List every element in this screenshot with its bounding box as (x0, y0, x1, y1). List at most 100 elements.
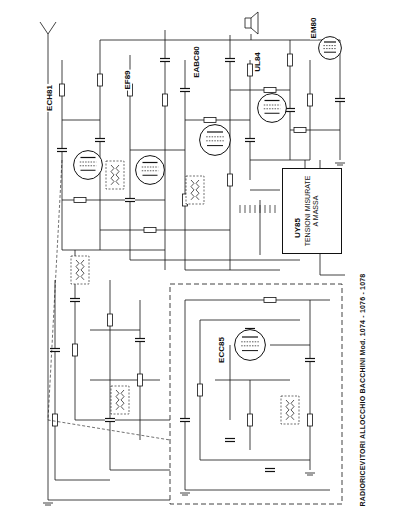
capacitor-symbol (180, 418, 190, 422)
note-text: TENSIONI MISURATE A MASSA (304, 172, 320, 250)
tube-label: EM80 (310, 17, 318, 40)
tube-node: UL84 (257, 93, 287, 123)
switch-contact (240, 205, 241, 213)
wire (140, 300, 141, 440)
wire (200, 320, 300, 321)
wire (110, 470, 170, 471)
resistor-symbol (98, 74, 103, 86)
resistor-symbol (264, 298, 276, 303)
wire (230, 35, 231, 270)
tube-label: ECC85 (218, 336, 226, 364)
wire (250, 190, 280, 191)
capacitor-symbol (335, 98, 345, 102)
resistor-symbol (60, 84, 65, 96)
capacitor-symbol (135, 338, 145, 342)
capacitor-symbol (225, 58, 235, 62)
resistor-symbol (308, 94, 313, 106)
capacitor-symbol (180, 88, 190, 92)
tube-envelope (257, 93, 287, 123)
wire (100, 40, 340, 41)
loudspeaker-symbol (245, 12, 258, 34)
tube-envelope (135, 155, 165, 185)
resistor-symbol (248, 414, 253, 426)
ground-symbol (305, 473, 315, 475)
wire (55, 280, 56, 480)
resistor-symbol (204, 118, 216, 123)
wire (230, 90, 290, 91)
wire (55, 480, 110, 481)
switch-contact (255, 205, 256, 213)
wire (90, 380, 160, 381)
resistor-symbol (74, 198, 86, 203)
resistor-symbol (53, 414, 58, 426)
tube-label: EABC80 (193, 45, 201, 79)
tube-node: ECC85 (234, 329, 266, 361)
drawing-title: RADIORICEVITORI ALLOCCHIO BACCHINI Mod. … (359, 273, 366, 508)
switch-contact (250, 205, 251, 213)
capacitor-symbol (245, 138, 255, 142)
capacitor-symbol (57, 148, 67, 152)
wire (185, 300, 330, 301)
switch-contact (245, 205, 246, 213)
wire (200, 460, 310, 461)
capacitor-symbol (265, 468, 275, 472)
resistor-symbol (108, 314, 113, 326)
wire (90, 330, 140, 331)
tube-envelope (318, 36, 342, 60)
tube-node: EM80 (318, 36, 342, 60)
wire (250, 160, 310, 161)
tube-node: EF89 (135, 155, 165, 185)
tuner-enclosure (170, 284, 342, 504)
tube-envelope (234, 329, 266, 361)
wire (251, 34, 252, 40)
switch-contact (275, 205, 276, 213)
resistor-symbol (138, 374, 143, 386)
resistor-symbol (73, 344, 78, 356)
wire (130, 260, 300, 261)
wire (270, 345, 310, 346)
tube-label: UY85 (294, 217, 302, 239)
resistor-symbol (144, 228, 156, 233)
capacitor-symbol (95, 138, 105, 142)
wire (75, 420, 170, 421)
resistor-symbol (228, 174, 233, 186)
tube-envelope (73, 150, 103, 180)
transformer-symbol (281, 396, 299, 424)
tube-node: ECH81 (73, 150, 103, 180)
switch-contact (270, 205, 271, 213)
wire (100, 230, 230, 231)
capacitor-symbol (225, 438, 235, 442)
wire (48, 500, 170, 501)
wire (185, 270, 280, 271)
capacitor-symbol (125, 198, 135, 202)
transformer-symbol (106, 161, 124, 189)
switch-contact (260, 205, 261, 213)
wire (185, 300, 186, 490)
transformer-symbol (186, 176, 204, 204)
wire (110, 280, 111, 470)
resistor-symbol (198, 384, 203, 396)
switch-contact (265, 205, 266, 213)
transformer-symbol (111, 386, 129, 414)
capacitor-symbol (305, 358, 315, 362)
wire (215, 380, 290, 381)
tube-label: UL84 (254, 51, 262, 73)
note-box: TENSIONI MISURATE A MASSA (282, 168, 342, 254)
tube-label: ECH81 (46, 84, 54, 112)
wire (62, 120, 100, 121)
ground-symbol (335, 163, 345, 165)
resistor-symbol (248, 64, 253, 76)
tube-envelope (199, 124, 231, 156)
wire (260, 200, 261, 255)
wire (310, 60, 311, 160)
resistor-symbol (308, 414, 313, 426)
wire (230, 345, 231, 420)
resistor-symbol (294, 128, 306, 133)
capacitor-symbol (70, 298, 80, 302)
wire (62, 250, 165, 251)
transformer-symbol (71, 256, 89, 284)
aerial-symbol (40, 22, 56, 40)
wire (320, 275, 345, 276)
capacitor-symbol (160, 58, 170, 62)
